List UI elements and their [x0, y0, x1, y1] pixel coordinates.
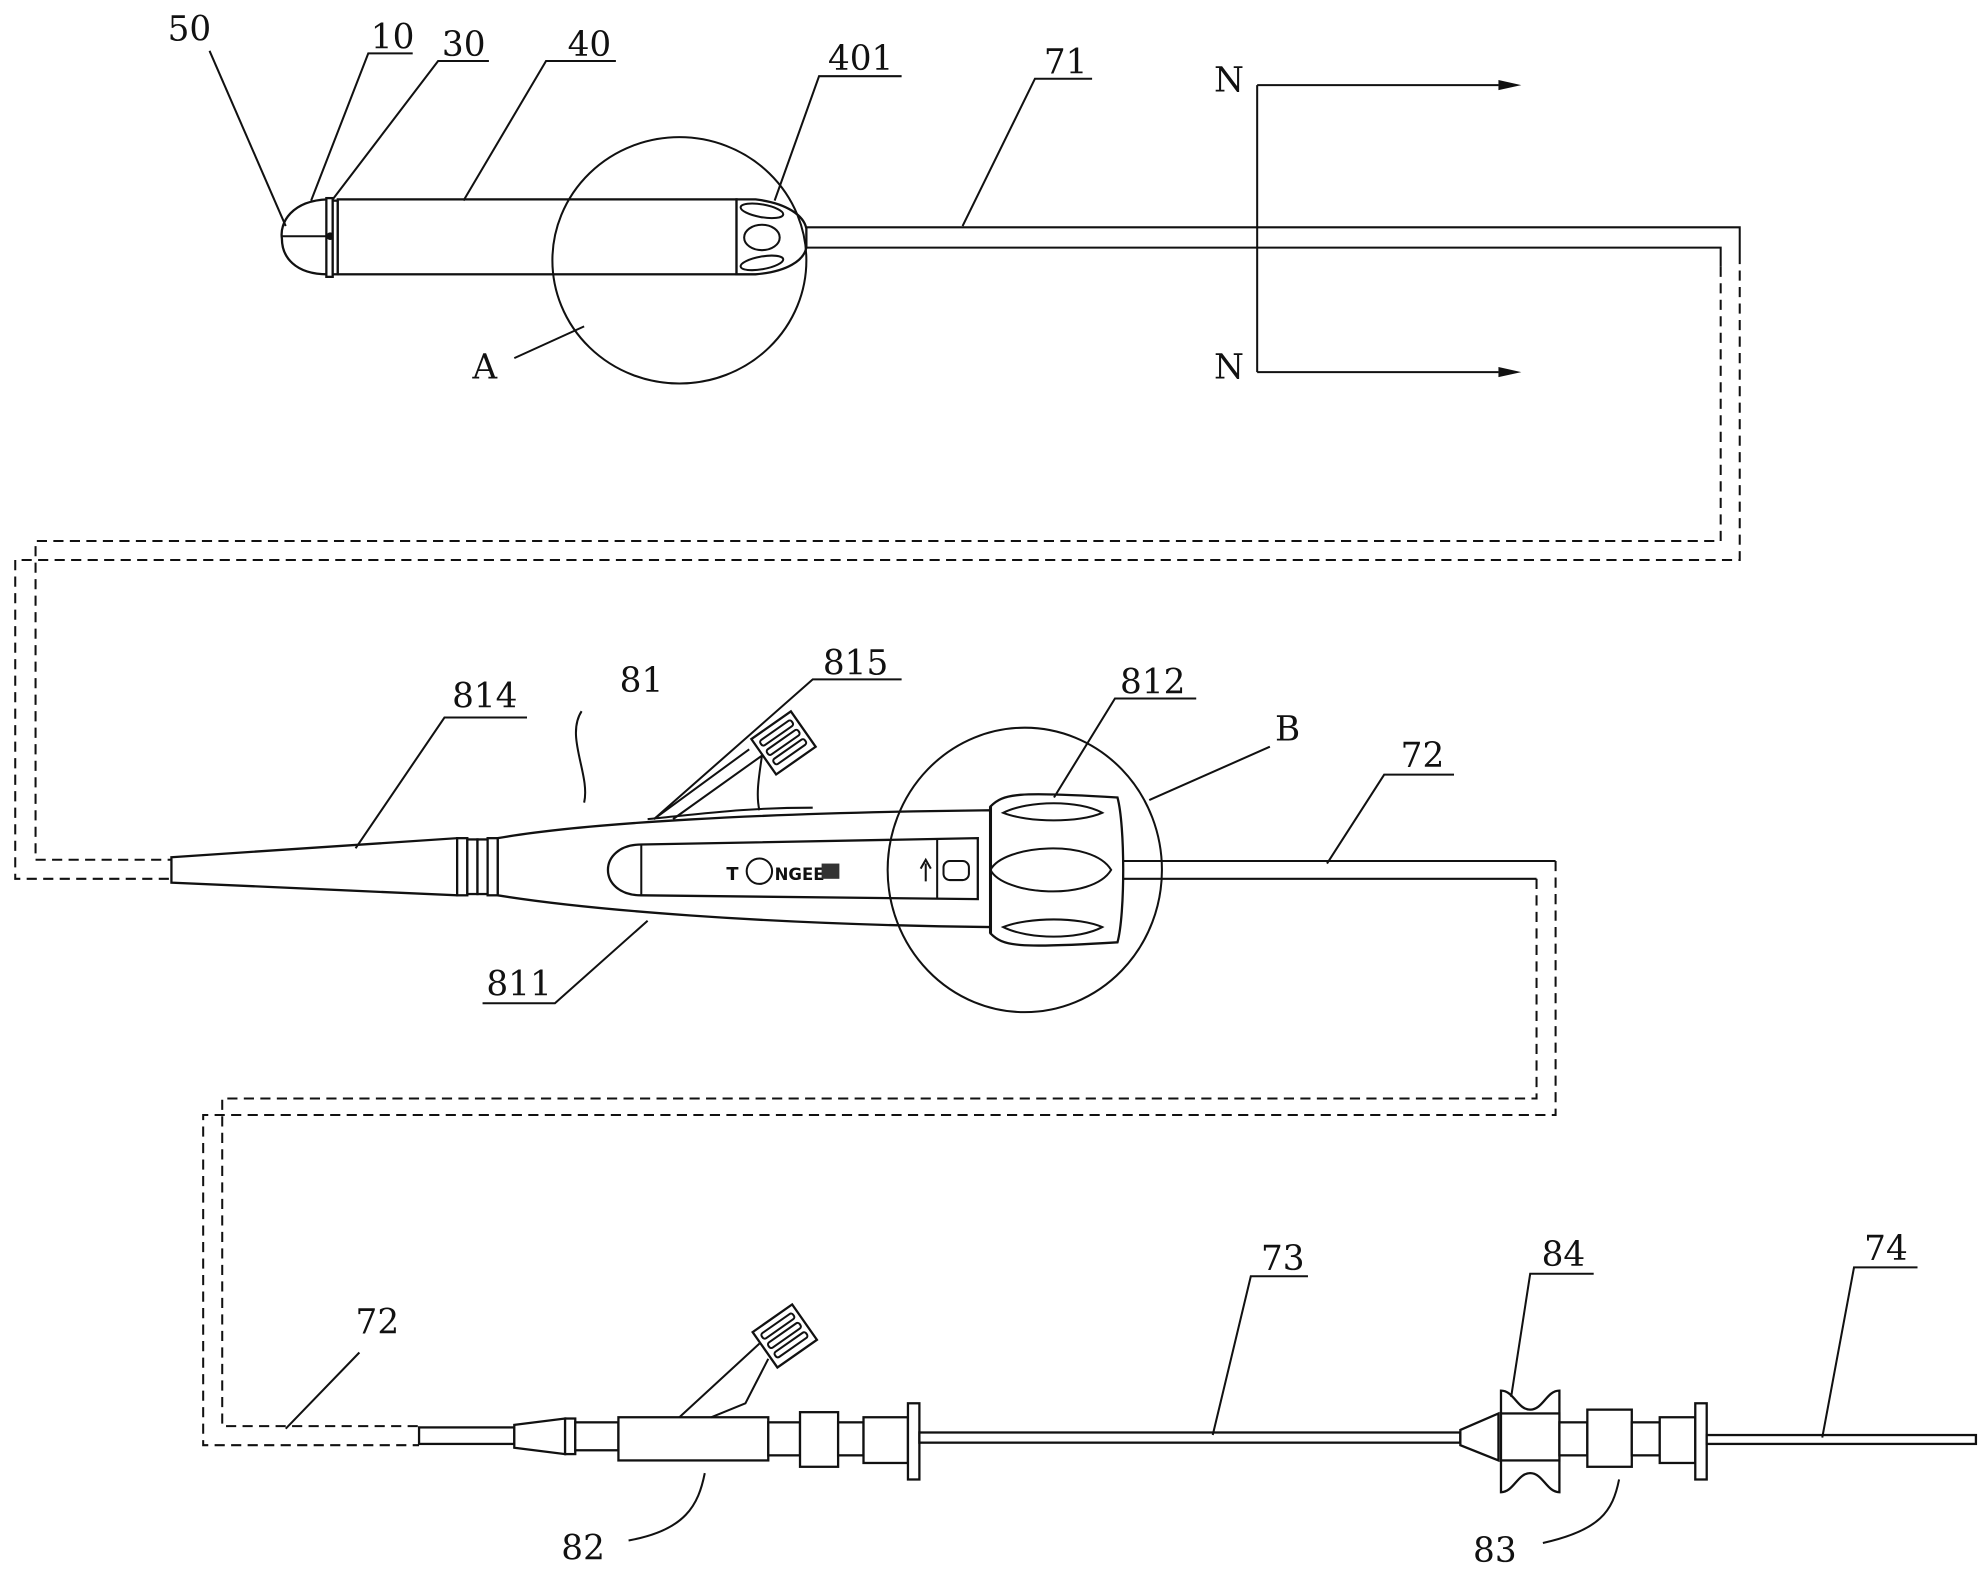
wire-74 — [1707, 1435, 1976, 1444]
svg-text:T: T — [726, 865, 739, 885]
port-815 — [654, 711, 816, 819]
strain-relief-814 — [171, 838, 457, 895]
label-b: B — [1275, 709, 1300, 749]
label-40: 40 — [568, 25, 612, 65]
label-83: 83 — [1473, 1531, 1517, 1571]
tube-40 — [338, 199, 737, 274]
handle-assembly: T NGEE — [171, 711, 1123, 945]
connector-82 — [618, 1417, 768, 1460]
label-73: 73 — [1261, 1239, 1305, 1279]
label-72-bottom: 72 — [356, 1302, 400, 1342]
label-811: 811 — [486, 965, 551, 1005]
tube-73 — [919, 1432, 1460, 1442]
label-50: 50 — [168, 10, 212, 50]
label-84: 84 — [1542, 1235, 1586, 1275]
label-74: 74 — [1864, 1229, 1908, 1269]
knob-812[interactable] — [991, 794, 1124, 945]
connector-assembly — [419, 1304, 1976, 1492]
label-a: A — [471, 347, 498, 387]
label-n-bottom: N — [1214, 347, 1244, 387]
svg-text:NGEE: NGEE — [775, 865, 825, 884]
label-401: 401 — [828, 39, 893, 79]
section-marker-n — [1257, 80, 1521, 377]
label-82: 82 — [561, 1528, 605, 1568]
label-10: 10 — [371, 17, 415, 57]
distal-tip-assembly — [282, 198, 807, 277]
port-82 — [679, 1304, 817, 1417]
label-812: 812 — [1120, 662, 1185, 702]
label-n-top: N — [1214, 60, 1244, 100]
cable-72 — [203, 861, 1555, 1445]
label-814: 814 — [452, 676, 517, 716]
cable-71 — [15, 227, 1739, 878]
label-71: 71 — [1044, 43, 1088, 83]
label-81: 81 — [620, 661, 664, 701]
label-815: 815 — [823, 643, 888, 683]
label-72-mid: 72 — [1401, 736, 1445, 776]
label-30: 30 — [442, 25, 486, 65]
